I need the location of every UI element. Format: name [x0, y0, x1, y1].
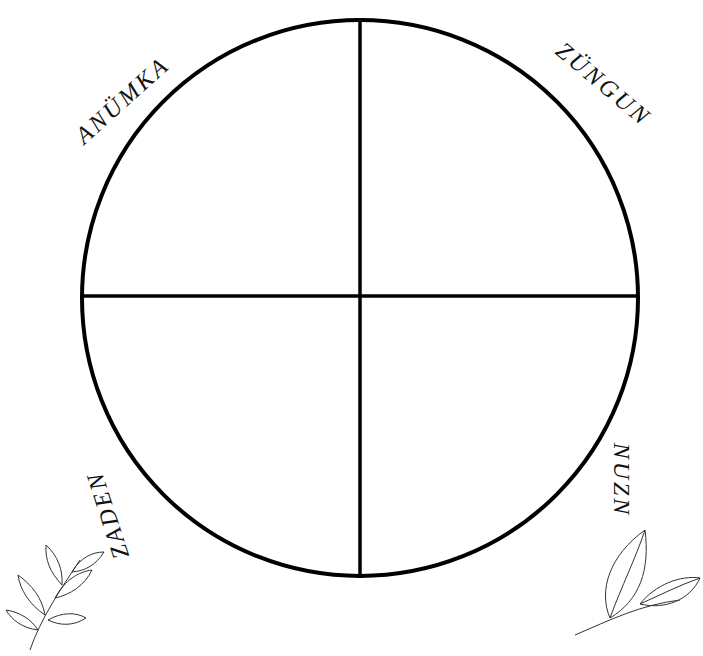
season-label: NUZN [610, 443, 634, 518]
horizontal-divider [84, 294, 636, 298]
leaf-sketch [575, 530, 700, 635]
season-label: ZÜNGUN [552, 38, 656, 131]
branch-sketch [6, 545, 104, 650]
season-label: ZADEN [83, 468, 134, 562]
season-label: ANÜMKA [71, 52, 174, 148]
vertical-divider [358, 18, 362, 578]
